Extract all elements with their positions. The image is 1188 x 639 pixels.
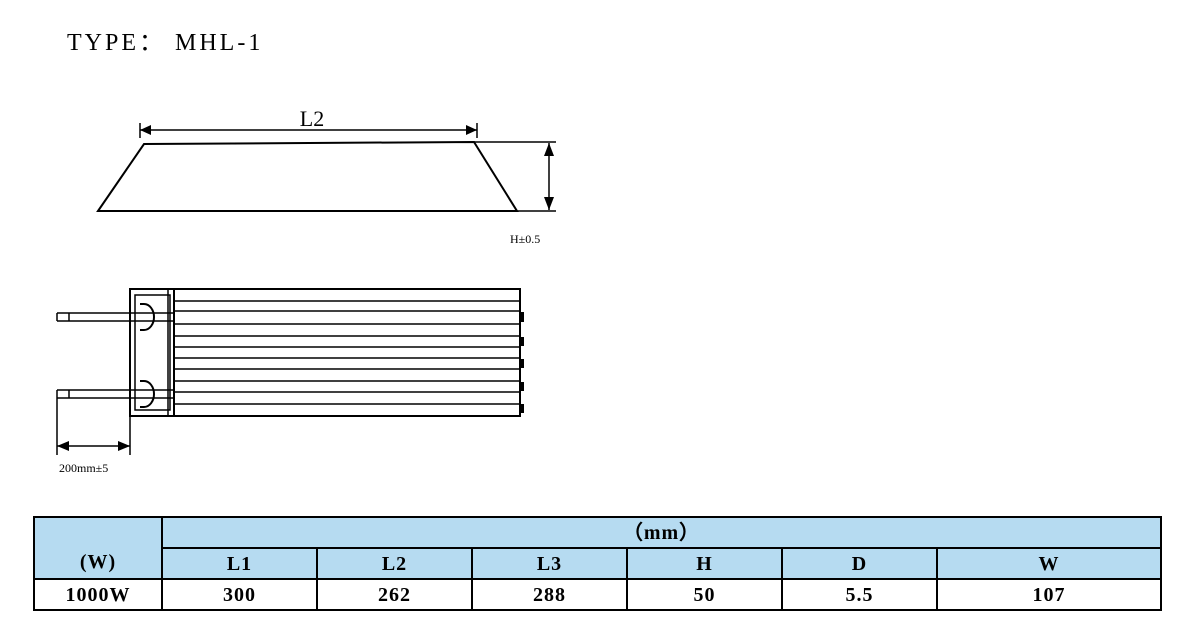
table-header-row-columns: L1 L2 L3 H D W (34, 547, 1163, 580)
column-header-l3: L3 (471, 547, 628, 580)
unit-header: （mm） (160, 516, 1163, 549)
fin-body (173, 288, 521, 417)
top-view: 200mm±5 (56, 288, 524, 475)
column-header-h: H (626, 547, 783, 580)
column-header-d: D (781, 547, 938, 580)
technical-drawing: L2 H±0.5 (56, 106, 556, 475)
spec-table: (W) （mm） L1 L2 L3 H D W 1000W 300 262 28… (33, 516, 1163, 611)
value-d: 5.5 (781, 578, 938, 611)
lead-label: 200mm±5 (59, 461, 108, 475)
type-title: TYPE： MHL-1 (67, 30, 264, 56)
terminal-bottom (140, 380, 155, 408)
fins (174, 300, 520, 405)
end-cap-outer (129, 288, 175, 417)
column-header-l2: L2 (316, 547, 473, 580)
l2-arrow-right (466, 125, 477, 135)
table-row: 1000W 300 262 288 50 5.5 107 (33, 578, 1163, 611)
h-label: H±0.5 (510, 232, 540, 246)
value-l3: 288 (471, 578, 628, 611)
power-header: (W) (33, 516, 163, 580)
column-header-w: W (935, 547, 1163, 580)
terminal-top (140, 303, 155, 331)
end-cap-inner (134, 294, 171, 411)
value-l1: 300 (161, 578, 318, 611)
l2-label: L2 (300, 106, 324, 131)
value-l2: 262 (316, 578, 473, 611)
resistor-profile (96, 140, 519, 212)
l2-arrow-left (140, 125, 151, 135)
column-header-l1: L1 (161, 547, 318, 580)
h-arrow-top (544, 143, 554, 156)
lead-arrow-left (57, 441, 69, 451)
side-view: L2 H±0.5 (96, 106, 556, 246)
fin-ends (520, 312, 524, 413)
lead-arrow-right (118, 441, 130, 451)
table-header-row-unit: (W) （mm） (33, 516, 1163, 580)
power-value: 1000W (33, 578, 163, 611)
value-h: 50 (626, 578, 783, 611)
value-w: 107 (935, 578, 1163, 611)
h-arrow-bottom (544, 197, 554, 210)
lead-wires (56, 312, 174, 399)
